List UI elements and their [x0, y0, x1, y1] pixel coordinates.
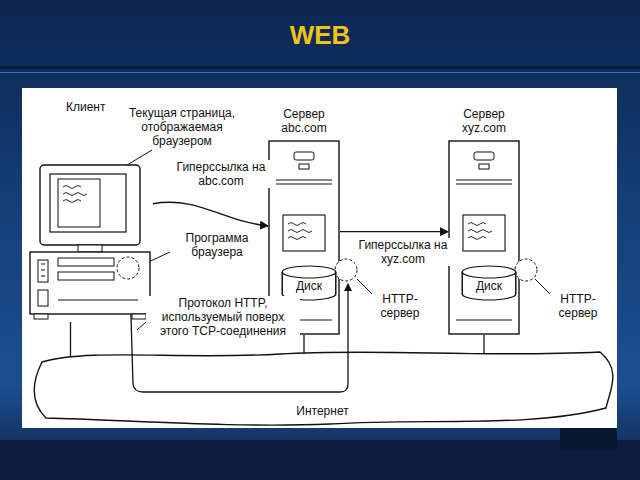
callout-label: Программа браузера	[170, 231, 264, 259]
rule-line	[0, 66, 640, 69]
footer-block	[560, 428, 617, 450]
callout-label: Текущая страница, отображаемая браузером	[118, 106, 246, 148]
hyperlink-arrow	[340, 231, 448, 232]
node-label: Диск	[281, 279, 337, 293]
callout-label: Протокол HTTP, используемый поверх этого…	[146, 296, 300, 338]
callout-label: HTTP-сервер	[372, 292, 428, 320]
slide-title: WEB	[0, 20, 640, 50]
edge-label: Гиперссылка на abc.com	[170, 160, 272, 188]
node-label: Интернет	[30, 404, 615, 418]
network-link	[70, 322, 71, 357]
node-label: Клиент	[66, 100, 106, 114]
leader-line	[137, 322, 146, 330]
node-label: Диск	[461, 279, 517, 293]
node-label: Сервер abc.com	[262, 107, 346, 135]
network-link	[483, 335, 484, 353]
server-tower: Сервер xyz.comДиск	[448, 140, 520, 335]
client-computer: Клиент	[28, 160, 153, 322]
node-label: Сервер xyz.com	[442, 107, 526, 135]
network-link	[303, 335, 304, 353]
callout-label: HTTP-сервер	[550, 292, 606, 320]
footer-band	[0, 440, 640, 480]
computer-outline	[28, 160, 153, 322]
disk-cylinder: Диск	[461, 265, 517, 301]
rule-line	[0, 72, 640, 73]
internet-cloud: Интернет	[30, 348, 615, 426]
tower-outline	[448, 140, 520, 335]
edge-label: Гиперссылка на xyz.com	[355, 238, 451, 266]
hyperlink-arrow	[153, 202, 268, 226]
